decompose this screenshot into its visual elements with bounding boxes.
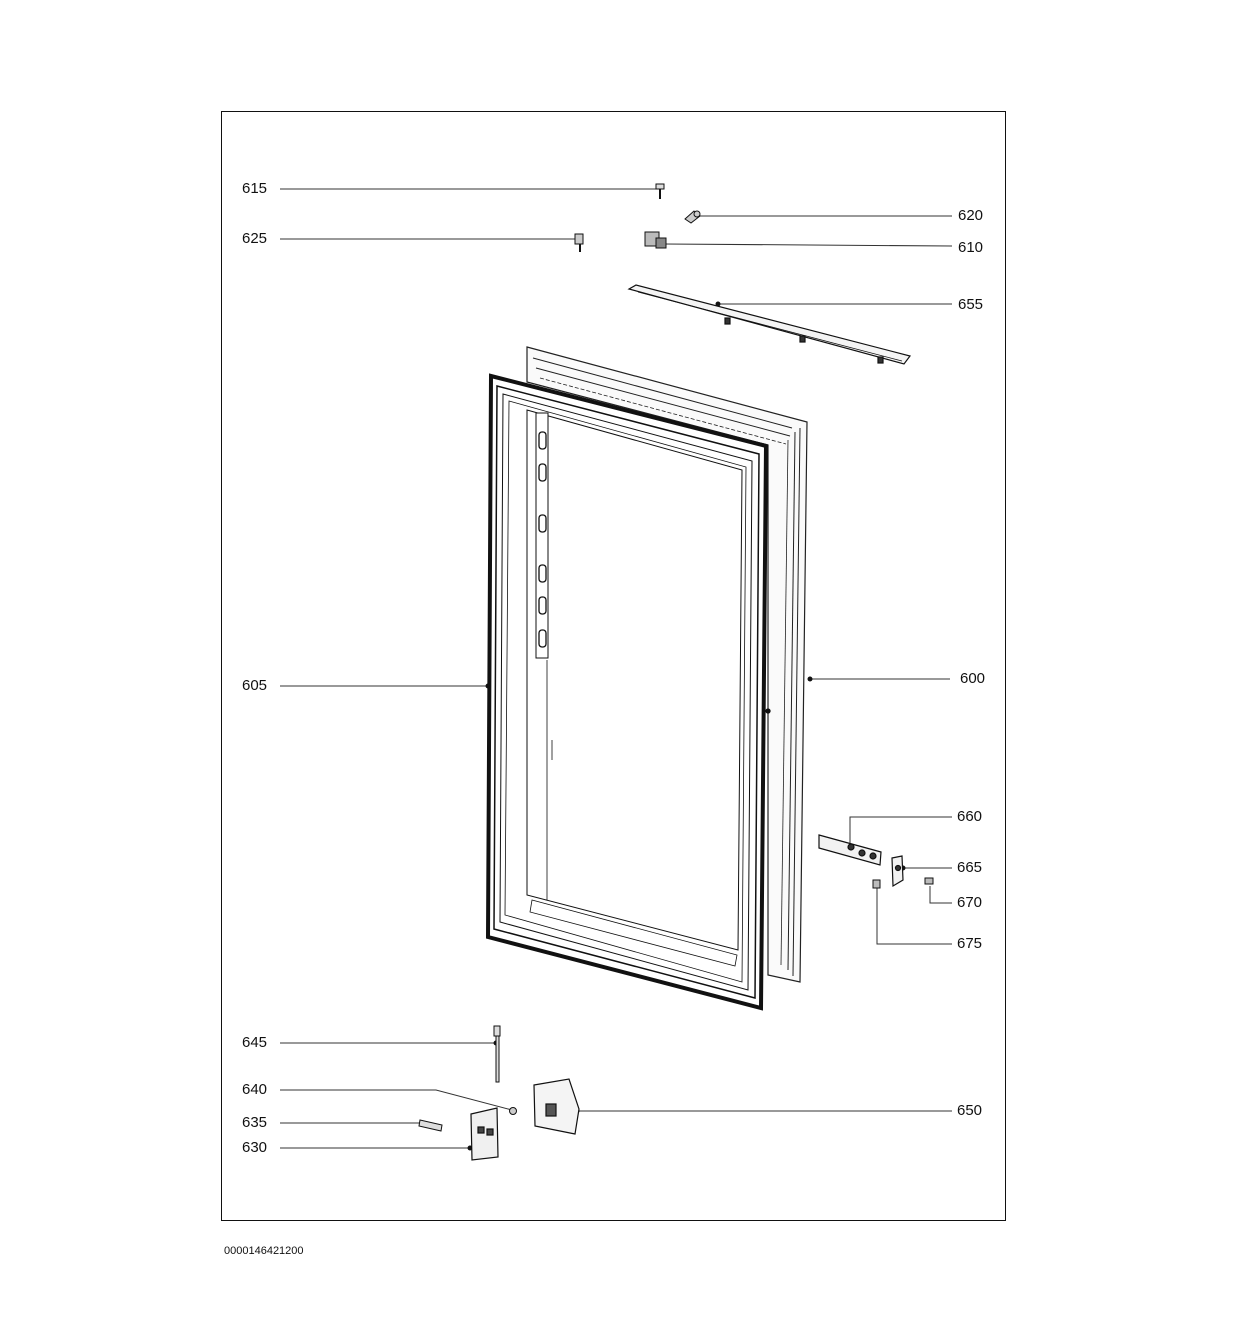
callout-610: 610: [958, 239, 984, 256]
callout-640: 640: [242, 1081, 268, 1098]
screw-675: [872, 879, 881, 889]
leader-660: [849, 816, 952, 847]
callout-655: 655: [958, 296, 984, 313]
callout-620: 620: [958, 207, 984, 224]
callout-650: 650: [957, 1102, 983, 1119]
hinge-plate-630: [470, 1107, 499, 1161]
callout-645: 645: [242, 1034, 268, 1051]
top-hinge-bar-655: [627, 284, 912, 365]
callout-660: 660: [957, 808, 983, 825]
hinge-block-610: [644, 231, 667, 249]
diagram-frame: [221, 111, 1006, 1221]
door-shelf-slots: [535, 412, 771, 900]
leader-610: [663, 243, 953, 247]
screw-620: [684, 210, 701, 224]
door-outer-panel-600: [526, 346, 808, 983]
screw-670: [924, 877, 934, 885]
leader-675: [876, 888, 952, 945]
leader-640: [280, 1089, 513, 1111]
bushing-635: [418, 1119, 443, 1132]
handle-plate-660: [818, 834, 882, 866]
handle-clip-665: [891, 855, 904, 888]
callout-615: 615: [242, 180, 268, 197]
hinge-bracket-650: [533, 1078, 580, 1135]
callout-665: 665: [957, 859, 983, 876]
washer-640: [509, 1107, 517, 1115]
screw-615: [655, 183, 665, 199]
leader-670: [929, 886, 952, 904]
callout-630: 630: [242, 1139, 268, 1156]
pin-625: [574, 233, 584, 252]
callout-600: 600: [960, 670, 986, 687]
callout-605: 605: [242, 677, 268, 694]
callout-675: 675: [957, 935, 983, 952]
drawing-number: 0000146421200: [224, 1245, 304, 1257]
hinge-pin-645: [493, 1025, 501, 1083]
callout-635: 635: [242, 1114, 268, 1131]
door-gasket-605: [485, 373, 769, 1011]
callout-625: 625: [242, 230, 268, 247]
leader-lines: [280, 188, 953, 1149]
callout-670: 670: [957, 894, 983, 911]
